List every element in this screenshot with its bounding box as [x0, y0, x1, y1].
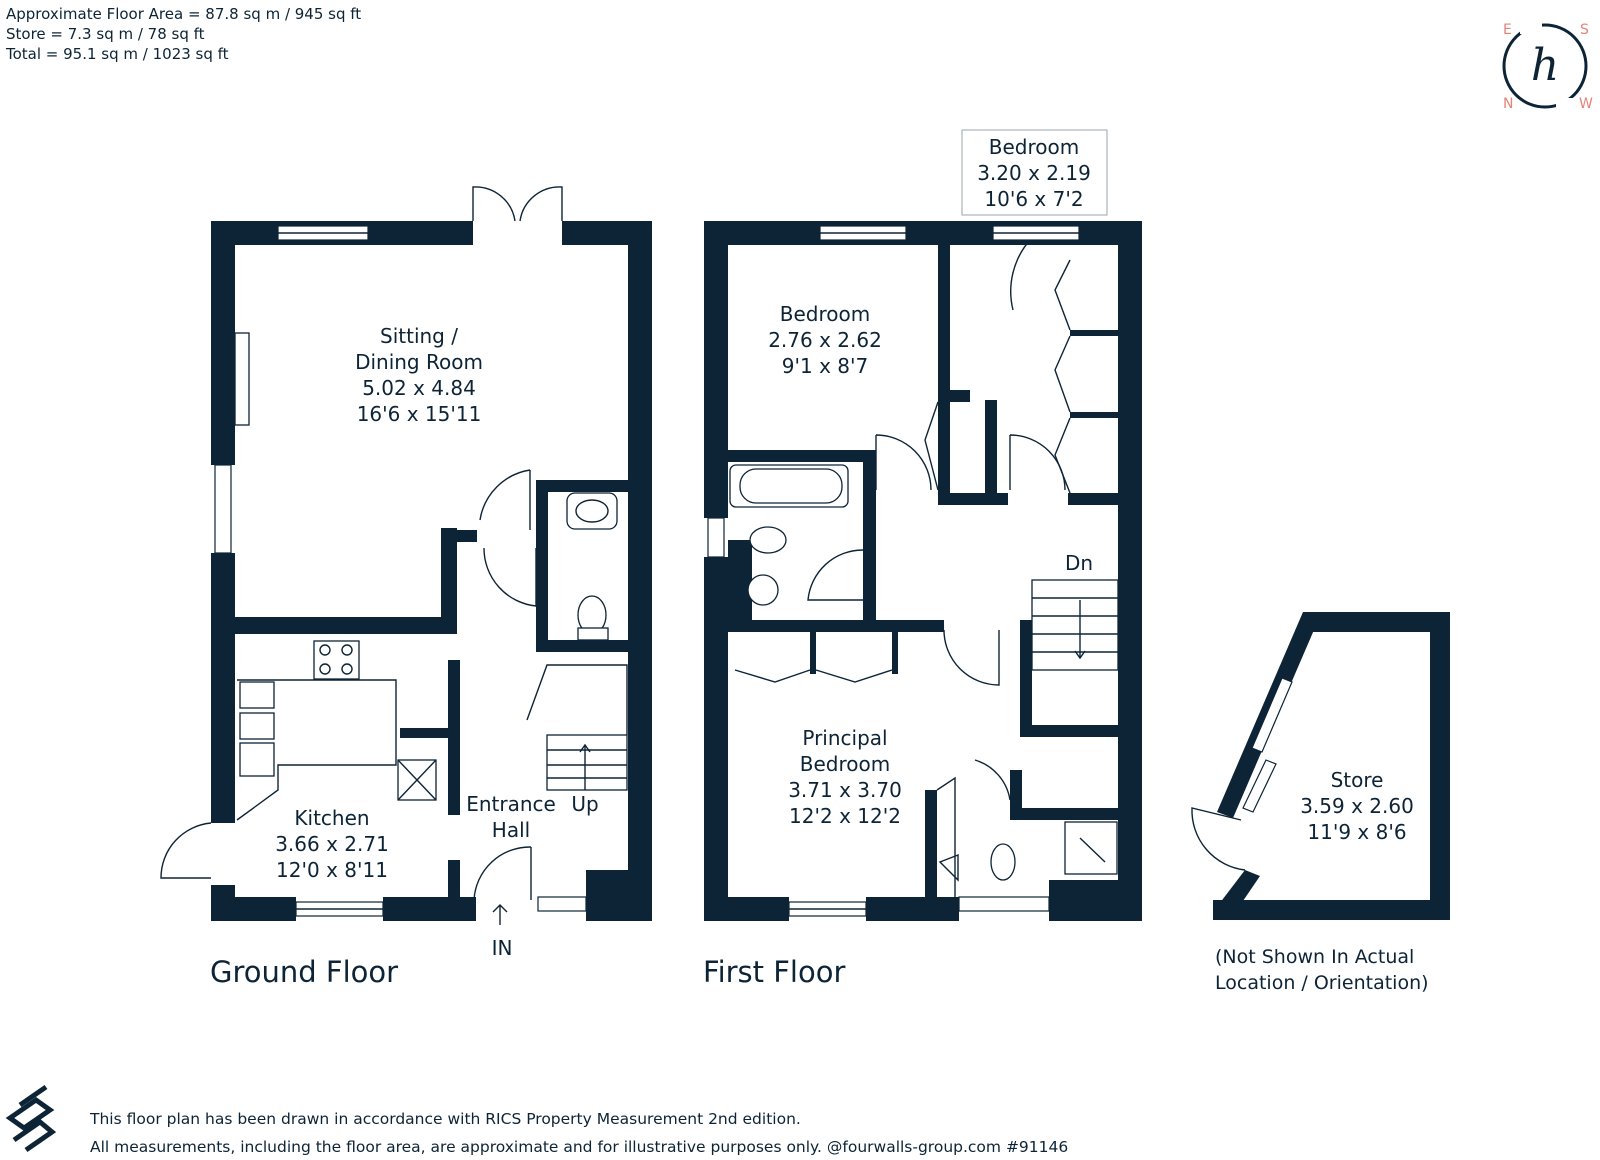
principal-bedroom-name: Principal	[802, 726, 887, 750]
fourwalls-logo-icon	[5, 1084, 57, 1153]
principal-bedroom-metric: 3.71 x 3.70	[788, 778, 902, 802]
sitting-room-metric: 5.02 x 4.84	[362, 376, 476, 400]
ground-floor-plan	[160, 186, 652, 925]
compass-ring-icon	[1502, 23, 1588, 109]
sitting-room-name: Sitting /	[380, 324, 458, 348]
compass-logo: h E S N W	[1502, 20, 1593, 112]
bedroom2-name: Bedroom	[780, 302, 870, 326]
kitchen-imperial: 12'0 x 8'11	[276, 858, 388, 882]
principal-bedroom-name: Bedroom	[800, 752, 890, 776]
first-floor-plan	[704, 221, 1142, 921]
stairs-up-label: Up	[571, 792, 598, 816]
bedroom3-metric: 3.20 x 2.19	[977, 161, 1091, 185]
store-imperial: 11'9 x 8'6	[1307, 820, 1406, 844]
bedroom2-metric: 2.76 x 2.62	[768, 328, 882, 352]
area-summary: Approximate Floor Area = 87.8 sq m / 945…	[5, 5, 361, 63]
store-plan	[1191, 612, 1450, 920]
store-name: Store	[1331, 768, 1384, 792]
area-line: Store = 7.3 sq m / 78 sq ft	[6, 25, 205, 43]
bedroom2-imperial: 9'1 x 8'7	[782, 354, 868, 378]
kitchen-name: Kitchen	[294, 806, 369, 830]
logo-letter: h	[1531, 40, 1559, 91]
entrance-label: IN	[492, 936, 513, 960]
sitting-room-name: Dining Room	[355, 350, 483, 374]
principal-bedroom-imperial: 12'2 x 12'2	[789, 804, 901, 828]
compass-west: W	[1579, 96, 1593, 112]
store-metric: 3.59 x 2.60	[1300, 794, 1414, 818]
first-floor-title: First Floor	[703, 955, 845, 989]
area-line: Approximate Floor Area = 87.8 sq m / 945…	[6, 5, 361, 23]
bedroom3-imperial: 10'6 x 7'2	[984, 187, 1083, 211]
sitting-room-imperial: 16'6 x 15'11	[357, 402, 482, 426]
footer-line: All measurements, including the floor ar…	[90, 1138, 1068, 1156]
footer-line: This floor plan has been drawn in accord…	[89, 1110, 801, 1128]
store-labels: Store 3.59 x 2.60 11'9 x 8'6 (Not Shown …	[1215, 768, 1429, 994]
area-line: Total = 95.1 sq m / 1023 sq ft	[5, 45, 229, 63]
hall-name: Entrance	[466, 792, 556, 816]
first-floor-labels: Bedroom 3.20 x 2.19 10'6 x 7'2 Bedroom 2…	[703, 129, 1108, 989]
compass-east: E	[1503, 22, 1512, 38]
store-note: Location / Orientation)	[1215, 972, 1429, 994]
ground-floor-labels: Sitting / Dining Room 5.02 x 4.84 16'6 x…	[210, 324, 599, 989]
stairs-down-label: Dn	[1065, 551, 1093, 575]
ground-floor-title: Ground Floor	[210, 955, 398, 989]
compass-north: N	[1503, 96, 1513, 112]
bedroom3-name: Bedroom	[989, 135, 1079, 159]
bedroom-label-box	[961, 129, 1108, 216]
kitchen-metric: 3.66 x 2.71	[275, 832, 389, 856]
compass-south: S	[1580, 22, 1589, 38]
store-note: (Not Shown In Actual	[1215, 946, 1414, 968]
hall-name: Hall	[492, 818, 530, 842]
footer: This floor plan has been drawn in accord…	[5, 1084, 1068, 1156]
